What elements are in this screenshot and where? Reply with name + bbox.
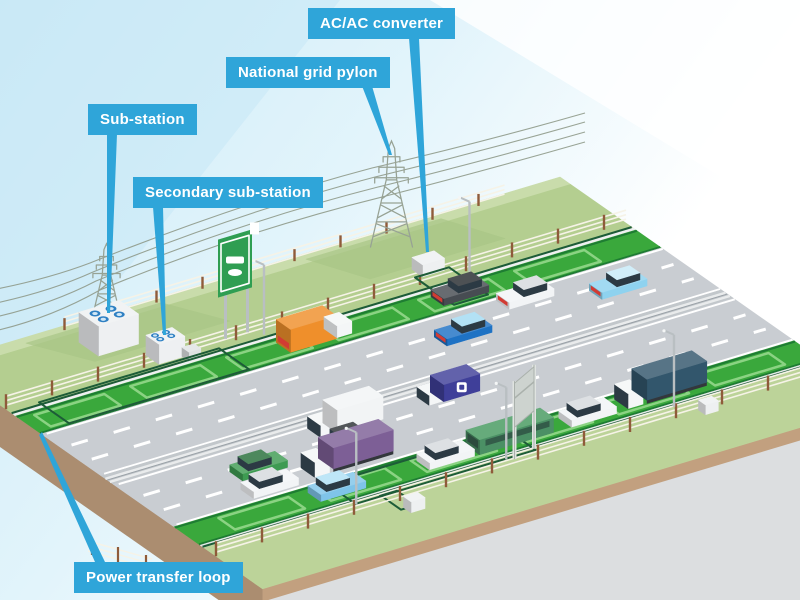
vehicle-navy-semi bbox=[614, 350, 708, 409]
vehicle-cyan-hatchback bbox=[307, 470, 367, 502]
callout-secondary-substation: Secondary sub-station bbox=[133, 177, 323, 208]
vehicle-white-car-lane2 bbox=[558, 395, 617, 428]
callout-acac-converter: AC/AC converter bbox=[308, 8, 456, 39]
callout-power-transfer-loop: Power transfer loop bbox=[74, 562, 243, 593]
vehicle-blue-car bbox=[433, 311, 493, 347]
power-lines bbox=[0, 112, 586, 331]
vehicle-plug-van bbox=[416, 364, 481, 406]
sign-gantry bbox=[512, 364, 536, 460]
street-lights-far bbox=[252, 196, 471, 335]
embankment bbox=[0, 405, 800, 600]
substation bbox=[78, 299, 139, 357]
vehicle-white-car-lane bbox=[416, 438, 475, 471]
utility-box-near bbox=[403, 491, 426, 514]
vehicle-orange-box-truck bbox=[275, 305, 353, 353]
national-grid-pylon-mid bbox=[369, 139, 414, 248]
callout-national-grid-pylon: National grid pylon bbox=[226, 57, 390, 88]
street-lights-near bbox=[344, 329, 676, 505]
fences bbox=[63, 184, 505, 331]
callout-stem bbox=[107, 134, 117, 313]
acac-converter-box bbox=[411, 250, 445, 278]
callout-stem bbox=[153, 207, 166, 335]
vehicle-dark-suv bbox=[430, 271, 490, 306]
callout-stem bbox=[39, 432, 105, 562]
callout-substation: Sub-station bbox=[88, 104, 197, 135]
ev-charging-sign bbox=[218, 222, 259, 339]
near-fence bbox=[214, 367, 800, 557]
callout-stems bbox=[39, 38, 429, 562]
callout-stem bbox=[409, 38, 429, 252]
utility-box-near-2 bbox=[698, 395, 719, 416]
secondary-substation bbox=[145, 327, 186, 365]
vehicle-purple-semi bbox=[300, 418, 394, 478]
vehicle-white-car-mid bbox=[240, 466, 299, 499]
vehicle-white-box-truck bbox=[307, 385, 384, 438]
callout-stem bbox=[362, 86, 392, 155]
vehicle-white-car-far bbox=[495, 275, 555, 310]
vehicle-cyan-car bbox=[588, 265, 648, 300]
power-transfer-loops bbox=[33, 248, 603, 428]
